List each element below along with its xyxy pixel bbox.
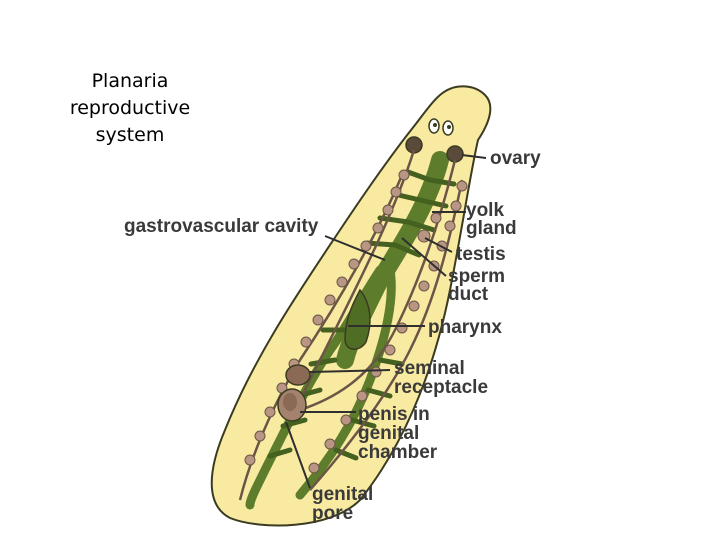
label-ovary: ovary bbox=[490, 148, 541, 169]
label-seminal-receptacle-line1: seminal bbox=[394, 358, 465, 379]
label-penis-line2: genital bbox=[358, 423, 419, 444]
label-seminal-receptacle-line2: receptacle bbox=[394, 377, 488, 398]
pharynx bbox=[344, 288, 371, 350]
label-penis-line3: chamber bbox=[358, 442, 438, 463]
label-yolk-gland-line1: yolk bbox=[466, 200, 504, 221]
label-genital-pore-line2: pore bbox=[312, 503, 353, 524]
label-sperm-duct-line1: sperm bbox=[448, 266, 505, 287]
eyespots bbox=[428, 118, 454, 136]
slide-title: Planaria reproductive system bbox=[69, 70, 191, 146]
genital-chamber bbox=[277, 388, 307, 422]
label-genital-pore-line1: genital bbox=[312, 484, 373, 505]
label-pharynx: pharynx bbox=[428, 317, 502, 338]
label-gastrovascular-cavity: gastrovascular cavity bbox=[124, 216, 319, 237]
label-testis: testis bbox=[456, 244, 506, 265]
label-yolk-gland-line2: gland bbox=[466, 218, 517, 239]
label-sperm-duct-line2: duct bbox=[448, 284, 489, 305]
seminal-receptacle bbox=[285, 364, 311, 386]
label-penis-line1: penis in bbox=[358, 404, 430, 425]
label-pointers bbox=[285, 154, 487, 489]
